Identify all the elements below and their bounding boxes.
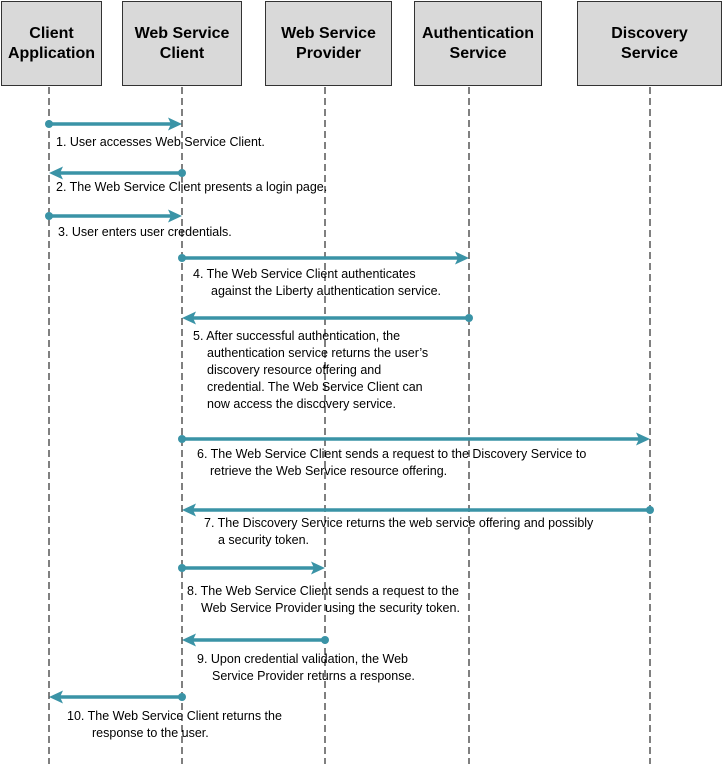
actor-label: Web Service [135, 25, 230, 42]
arrowhead-icon [182, 311, 196, 325]
actor-box [414, 1, 542, 86]
actor-label: Web Service [281, 25, 376, 42]
message-label: 2. The Web Service Client presents a log… [56, 180, 327, 194]
message-step-4: 4. The Web Service Client authenticates a… [178, 251, 469, 298]
message-label: now access the discovery service. [207, 397, 396, 411]
actor-label: Client [29, 25, 74, 42]
arrowhead-icon [182, 503, 196, 517]
message-label: 3. User enters user credentials. [58, 225, 232, 239]
message-label: discovery resource offering and [207, 363, 381, 377]
actor-box [577, 1, 722, 86]
arrowhead-icon [168, 117, 182, 131]
message-label: credential. The Web Service Client can [207, 380, 423, 394]
actor-label: Client [160, 45, 205, 62]
message-step-10: 10. The Web Service Client returns the re… [49, 690, 282, 740]
message-label: Web Service Provider using the security … [201, 601, 460, 615]
message-step-2: 2. The Web Service Client presents a log… [49, 166, 327, 194]
actor-label: Service [450, 45, 507, 62]
message-label: authentication service returns the user’… [207, 346, 428, 360]
actor-label: Application [8, 45, 95, 62]
message-step-9: 9. Upon credential validation, the WebSe… [182, 633, 415, 683]
lifelines [48, 87, 651, 764]
message-label: 5. After successful authentication, the [193, 329, 400, 343]
actor-label: Authentication [422, 25, 534, 42]
arrowhead-icon [49, 166, 63, 180]
message-label: 10. The Web Service Client returns the [67, 709, 282, 723]
actor-label: Service [621, 45, 678, 62]
message-step-3: 3. User enters user credentials. [45, 209, 232, 239]
arrowhead-icon [49, 690, 63, 704]
arrowhead-icon [182, 633, 196, 647]
message-step-6: 6. The Web Service Client sends a reques… [178, 432, 650, 478]
message-step-7: 7. The Discovery Service returns the web… [182, 503, 654, 547]
arrowhead-icon [455, 251, 469, 265]
arrowhead-icon [168, 209, 182, 223]
message-label: a security token. [218, 533, 309, 547]
arrowhead-icon [311, 561, 325, 575]
message-label: against the Liberty authentication servi… [211, 284, 441, 298]
message-step-5: 5. After successful authentication, the a… [182, 311, 473, 411]
message-label: 6. The Web Service Client sends a reques… [197, 447, 586, 461]
message-step-8: 8. The Web Service Client sends a reques… [178, 561, 460, 615]
actor-label: Provider [296, 45, 361, 62]
message-label: Service Provider returns a response. [212, 669, 415, 683]
message-label: 9. Upon credential validation, the Web [197, 652, 408, 666]
arrowhead-icon [636, 432, 650, 446]
message-label: 4. The Web Service Client authenticates [193, 267, 416, 281]
message-step-1: 1. User accesses Web Service Client. [45, 117, 265, 149]
actor-box [1, 1, 102, 86]
actor-box [122, 1, 242, 86]
actor-label: Discovery [611, 25, 688, 42]
message-label: retrieve the Web Service resource offeri… [210, 464, 447, 478]
message-label: 7. The Discovery Service returns the web… [204, 516, 594, 530]
messages: 1. User accesses Web Service Client. 2. T… [45, 117, 654, 740]
message-label: response to the user. [92, 726, 209, 740]
message-label: 1. User accesses Web Service Client. [56, 135, 265, 149]
message-label: 8. The Web Service Client sends a reques… [187, 584, 459, 598]
actor-box [265, 1, 392, 86]
